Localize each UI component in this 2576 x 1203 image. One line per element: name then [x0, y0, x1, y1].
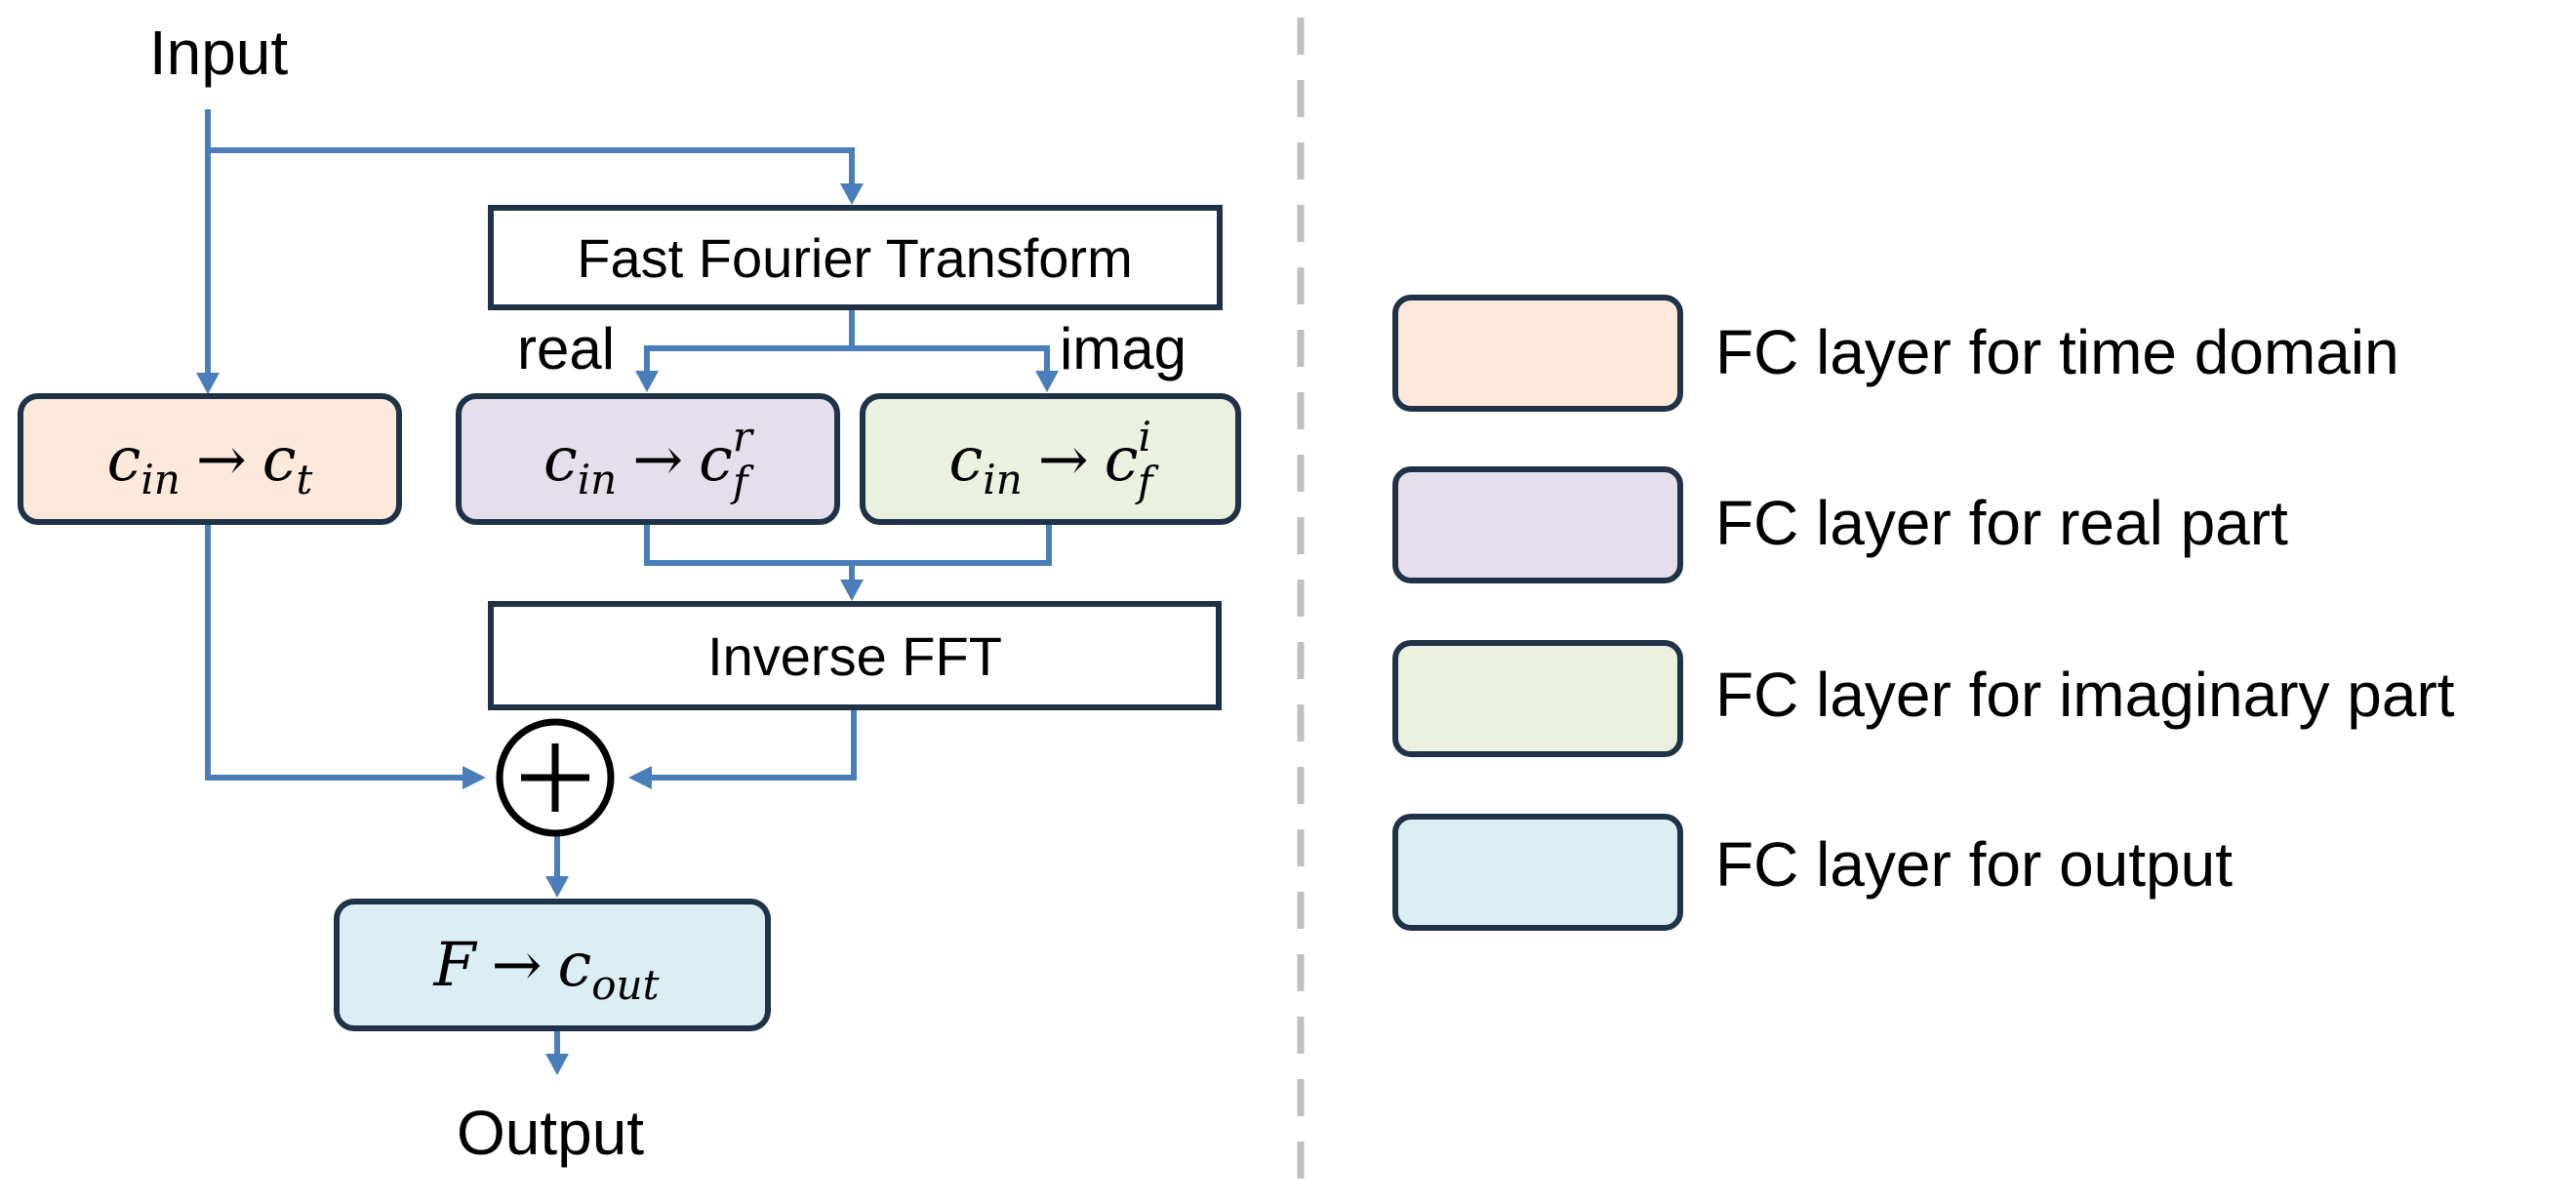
- imag-fc-lhs-sub: in: [983, 456, 1022, 503]
- imag-label: imag: [1060, 316, 1187, 381]
- legend-label-real-part: FC layer for real part: [1715, 488, 2288, 558]
- wire-to-real-fc: [644, 345, 852, 373]
- wire-input-to-fft: [208, 147, 855, 185]
- time-fc-rhs: c: [262, 423, 297, 495]
- real-fc-rhs-sup: r: [733, 413, 755, 461]
- imag-fc-box: [860, 393, 1241, 525]
- imag-fc-lhs: c: [949, 423, 984, 495]
- imag-fc-arrow: →: [1038, 423, 1089, 495]
- time-fc-arrow: →: [196, 423, 247, 495]
- out-fc-box: [334, 899, 771, 1031]
- time-domain-fc-block: cin→ct: [18, 393, 402, 525]
- arrow-into-imag-fc: [1035, 371, 1059, 392]
- arrow-into-ifft: [840, 580, 864, 601]
- out-fc-lhs: F: [433, 929, 478, 1000]
- wire-ifft-to-sum: [650, 707, 857, 781]
- out-fc-rhs-sub: out: [591, 961, 659, 1009]
- legend-swatch-time-domain: [1392, 295, 1683, 412]
- legend-swatch-output: [1392, 814, 1683, 931]
- time-fc-rhs-sub: t: [297, 456, 313, 503]
- real-label: real: [517, 316, 615, 381]
- wire-time-fc-to-sum: [205, 522, 464, 781]
- out-fc-rhs: c: [558, 929, 592, 1000]
- legend-item-output: FC layer for output: [1392, 814, 2233, 931]
- arrow-into-real-fc: [635, 371, 659, 392]
- legend-label-output: FC layer for output: [1715, 829, 2233, 900]
- legend-swatch-real-part: [1392, 466, 1683, 583]
- legend: FC layer for time domain FC layer for re…: [1392, 295, 2455, 931]
- output-fc-block: F→cout: [334, 899, 771, 1031]
- wire-real-merge: [644, 522, 1052, 566]
- real-fc-lhs-sub: in: [578, 456, 617, 503]
- ifft-block: Inverse FFT: [488, 601, 1222, 710]
- fft-label: Fast Fourier Transform: [577, 227, 1132, 289]
- output-label: Output: [457, 1098, 644, 1168]
- legend-label-imaginary-part: FC layer for imaginary part: [1715, 660, 2455, 730]
- input-label: Input: [149, 18, 289, 88]
- real-fc-arrow: →: [632, 423, 683, 495]
- arrow-into-sum-right: [628, 766, 652, 789]
- connection-wires: [196, 109, 1059, 1075]
- legend-item-real-part: FC layer for real part: [1392, 466, 2288, 583]
- wire-to-imag-fc: [852, 345, 1050, 373]
- fft-block: Fast Fourier Transform: [488, 205, 1223, 310]
- out-fc-arrow: →: [492, 929, 543, 1000]
- arrow-to-output: [545, 1054, 569, 1075]
- arrow-into-time-fc: [196, 373, 220, 394]
- imag-fc-rhs-sup: i: [1138, 413, 1150, 461]
- time-fc-formula: cin→ct: [107, 423, 313, 503]
- arrow-into-out-fc: [545, 876, 569, 898]
- arrow-into-sum-left: [463, 766, 486, 789]
- sum-node: [496, 718, 615, 837]
- time-fc-lhs: c: [107, 423, 141, 495]
- legend-item-time-domain: FC layer for time domain: [1392, 295, 2399, 412]
- time-fc-box: [18, 393, 402, 525]
- time-fc-lhs-sub: in: [141, 456, 180, 503]
- imag-fc-rhs: c: [1105, 423, 1139, 495]
- ifft-box: [488, 601, 1222, 710]
- fft-box: [488, 205, 1223, 310]
- legend-label-time-domain: FC layer for time domain: [1715, 317, 2399, 387]
- ifft-label: Inverse FFT: [707, 625, 1002, 687]
- out-fc-formula: F→cout: [433, 929, 660, 1009]
- real-fc-box: [456, 393, 840, 525]
- legend-item-imaginary-part: FC layer for imaginary part: [1392, 640, 2455, 757]
- arrow-into-fft: [840, 183, 864, 205]
- real-fc-rhs: c: [699, 423, 733, 495]
- legend-swatch-imaginary-part: [1392, 640, 1683, 757]
- real-fc-lhs: c: [543, 423, 578, 495]
